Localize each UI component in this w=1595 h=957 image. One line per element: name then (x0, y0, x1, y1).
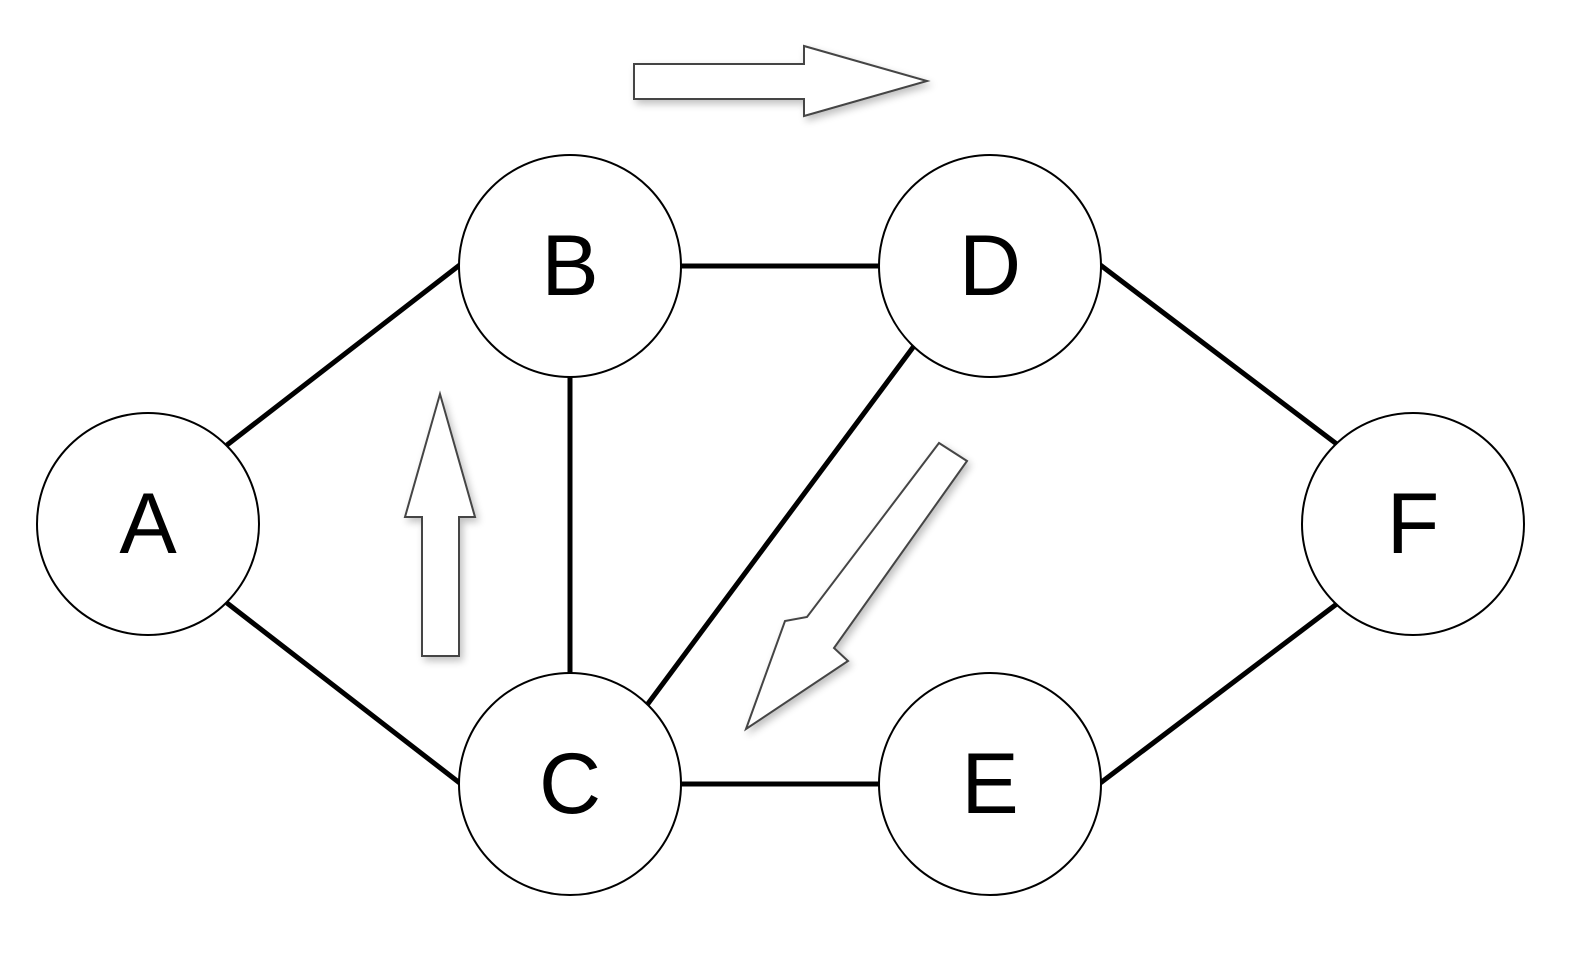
node-f: F (1301, 412, 1525, 636)
edge-a-c (225, 601, 463, 786)
node-c-circle (458, 672, 682, 896)
node-b-label: B (541, 218, 598, 314)
edge-d-c (644, 344, 917, 707)
node-d-label: D (959, 218, 1021, 314)
node-c: C (458, 672, 682, 896)
edge-a-b (225, 262, 463, 447)
node-e-circle (878, 672, 1102, 896)
nodes-layer: A B C D E F (36, 154, 1525, 896)
node-e-label: E (961, 736, 1018, 832)
flow-arrows-layer (403, 44, 969, 732)
node-f-circle (1301, 412, 1525, 636)
node-a-label: A (119, 476, 177, 572)
node-c-label: C (539, 736, 601, 832)
node-d-circle (878, 154, 1102, 378)
edge-d-f (1097, 262, 1340, 447)
node-f-label: F (1387, 476, 1440, 572)
edge-e-f (1097, 601, 1340, 786)
node-b: B (458, 154, 682, 378)
down-left-arrow-icon (744, 441, 969, 732)
right-arrow-icon (633, 44, 931, 118)
node-a: A (36, 412, 260, 636)
node-d: D (878, 154, 1102, 378)
node-b-circle (458, 154, 682, 378)
node-a-circle (36, 412, 260, 636)
up-arrow-icon (403, 390, 477, 657)
edges-layer (225, 262, 1340, 787)
node-e: E (878, 672, 1102, 896)
